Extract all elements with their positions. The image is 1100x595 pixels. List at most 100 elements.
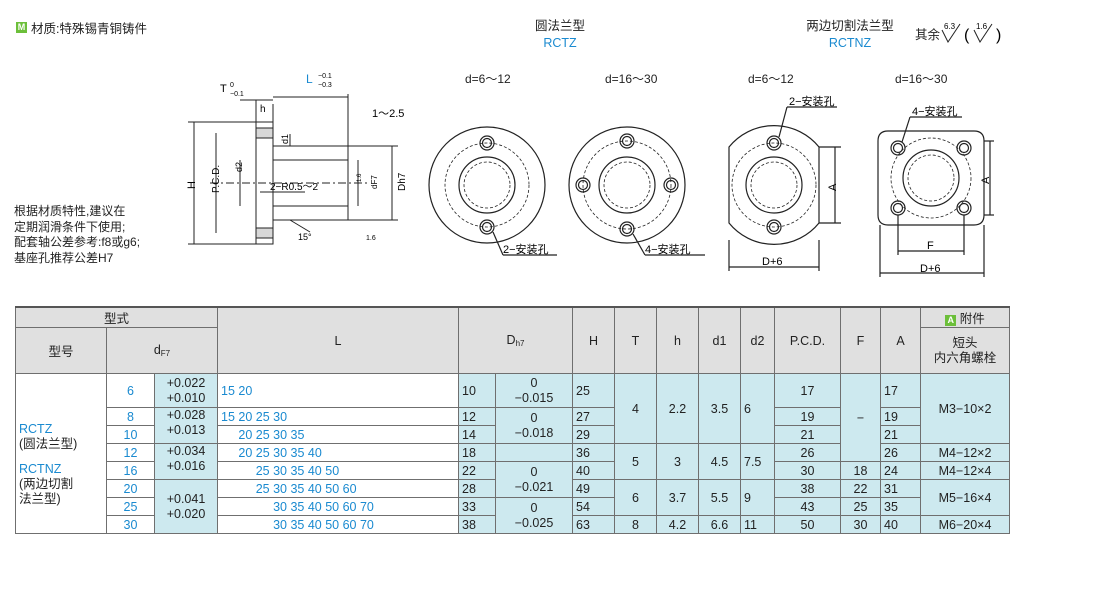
dim-L: L bbox=[306, 72, 313, 86]
D-16: 22 bbox=[458, 461, 496, 480]
L-25: 30 35 40 50 60 70 bbox=[217, 497, 459, 516]
cut-type-cn: 两边切割法兰型 bbox=[806, 19, 894, 33]
dim-L-tol-up: −0.1 bbox=[318, 73, 332, 80]
bolt-2: M4−12×2 bbox=[920, 443, 1010, 462]
dim-T-tol-dn: −0.1 bbox=[230, 91, 244, 98]
view1-holes: 2−安装孔 bbox=[503, 242, 549, 256]
d-16: 16 bbox=[106, 461, 155, 480]
round-type-cn: 圆法兰型 bbox=[534, 19, 585, 33]
L-16: 25 30 35 40 50 bbox=[217, 461, 459, 480]
header-L: L bbox=[217, 306, 459, 374]
d-12: 12 bbox=[106, 443, 155, 462]
view4-A: A bbox=[980, 176, 992, 184]
H-12: 36 bbox=[572, 443, 615, 462]
L-12: 20 25 30 35 40 bbox=[217, 443, 459, 462]
A-25: 35 bbox=[880, 497, 921, 516]
bolt-5: M6−20×4 bbox=[920, 515, 1010, 534]
T-2: 5 bbox=[614, 443, 657, 480]
pcd-12: 26 bbox=[774, 443, 841, 462]
tol-1: +0.022 +0.010 bbox=[154, 373, 218, 408]
Dtol-2: 0 −0.018 bbox=[495, 407, 573, 444]
model-rctz-cn: (圆法兰型) bbox=[19, 437, 78, 451]
L-30: 30 35 40 50 60 70 bbox=[217, 515, 459, 534]
H-30: 63 bbox=[572, 515, 615, 534]
d2-2: 7.5 bbox=[740, 443, 775, 480]
D-25: 33 bbox=[458, 497, 496, 516]
material-line: M 材质:特殊锡青铜铸件 bbox=[16, 18, 147, 37]
L-10: 20 25 30 35 bbox=[217, 425, 459, 444]
dim-h: h bbox=[260, 104, 266, 115]
dim-dF7: dF7 bbox=[370, 175, 379, 189]
roughness-value-2: 1.6 bbox=[976, 22, 988, 31]
D-6: 10 bbox=[458, 373, 496, 408]
Dtol-3: 0 −0.021 bbox=[495, 461, 573, 498]
dim-rough-b: 1.6 bbox=[366, 235, 376, 242]
H-10: 29 bbox=[572, 425, 615, 444]
view4-range: d=16～30 bbox=[895, 72, 948, 86]
d2-4: 11 bbox=[740, 515, 775, 534]
spec-table: 型式 L Dh7 H T h d1 d2 P.C.D. F A A 附件 型号 … bbox=[15, 306, 1010, 534]
material-text: 材质:特殊锡青铜铸件 bbox=[31, 22, 147, 36]
model-cell: RCTZ (圆法兰型) RCTNZ (两边切割 法兰型) bbox=[15, 373, 107, 534]
bolt-1: M3−10×2 bbox=[920, 373, 1010, 444]
round-type-code: RCTZ bbox=[543, 36, 577, 50]
dim-d2: d2 bbox=[234, 162, 244, 172]
D-12: 18 bbox=[458, 443, 496, 462]
header-D: Dh7 bbox=[458, 306, 573, 374]
material-badge: M bbox=[16, 22, 27, 33]
view1-range: d=6～12 bbox=[465, 72, 511, 86]
D-10: 14 bbox=[458, 425, 496, 444]
roughness-value-1: 6.3 bbox=[944, 22, 956, 31]
bolt-3: M4−12×4 bbox=[920, 461, 1010, 480]
view2-range: d=16～30 bbox=[605, 72, 658, 86]
pcd-10: 21 bbox=[774, 425, 841, 444]
view3-D6: D+6 bbox=[762, 256, 783, 268]
H-16: 40 bbox=[572, 461, 615, 480]
L-6: 15 20 bbox=[217, 373, 459, 408]
T-4: 8 bbox=[614, 515, 657, 534]
svg-text:(: ( bbox=[964, 27, 970, 44]
d-6: 6 bbox=[106, 373, 155, 408]
section-drawing: T 0 −0.1 L −0.1 −0.3 1～2.5 h d1 d2 H P.C… bbox=[186, 72, 408, 245]
header-D-main: D bbox=[506, 333, 516, 347]
model-rctz: RCTZ bbox=[19, 422, 53, 436]
A-16: 24 bbox=[880, 461, 921, 480]
d-30: 30 bbox=[106, 515, 155, 534]
F-4: 25 bbox=[840, 497, 881, 516]
h-3: 3.7 bbox=[656, 479, 699, 516]
dim-angle: 15° bbox=[298, 232, 312, 242]
tol-2: +0.028 +0.013 bbox=[154, 407, 218, 444]
header-F: F bbox=[840, 306, 881, 374]
pcd-16: 30 bbox=[774, 461, 841, 480]
view3-holes: 2−安装孔 bbox=[789, 95, 835, 108]
h-4: 4.2 bbox=[656, 515, 699, 534]
header-h: h bbox=[656, 306, 699, 374]
pcd-20: 38 bbox=[774, 479, 841, 498]
header-d: dF7 bbox=[106, 327, 218, 374]
h-2: 3 bbox=[656, 443, 699, 480]
svg-text:): ) bbox=[996, 27, 1001, 44]
d-10: 10 bbox=[106, 425, 155, 444]
tol-3: +0.034 +0.016 bbox=[154, 443, 218, 480]
header-model: 型号 bbox=[15, 327, 107, 374]
L-20: 25 30 35 40 50 60 bbox=[217, 479, 459, 498]
A-8: 19 bbox=[880, 407, 921, 426]
model-rctnz: RCTNZ bbox=[19, 462, 62, 476]
header-D-sub: h7 bbox=[515, 339, 525, 348]
d2-3: 9 bbox=[740, 479, 775, 516]
accessory-badge: A bbox=[945, 315, 957, 326]
pcd-6: 17 bbox=[774, 373, 841, 408]
view3-A: A bbox=[827, 183, 839, 191]
dim-H: H bbox=[186, 181, 198, 189]
roughness-symbols: 6.3 ( 1.6 ) bbox=[941, 22, 1001, 44]
header-d1: d1 bbox=[698, 306, 741, 374]
H-25: 54 bbox=[572, 497, 615, 516]
d2-1: 6 bbox=[740, 373, 775, 444]
D-30: 38 bbox=[458, 515, 496, 534]
dim-rough-a: 1.6 bbox=[357, 173, 363, 182]
dim-gap: 1～2.5 bbox=[372, 108, 404, 120]
header-pcd: P.C.D. bbox=[774, 306, 841, 374]
roughness-prefix: 其余 bbox=[915, 27, 941, 42]
accessory-label: 附件 bbox=[959, 312, 985, 326]
dim-radius: 2−R0.5～2 bbox=[270, 182, 319, 193]
